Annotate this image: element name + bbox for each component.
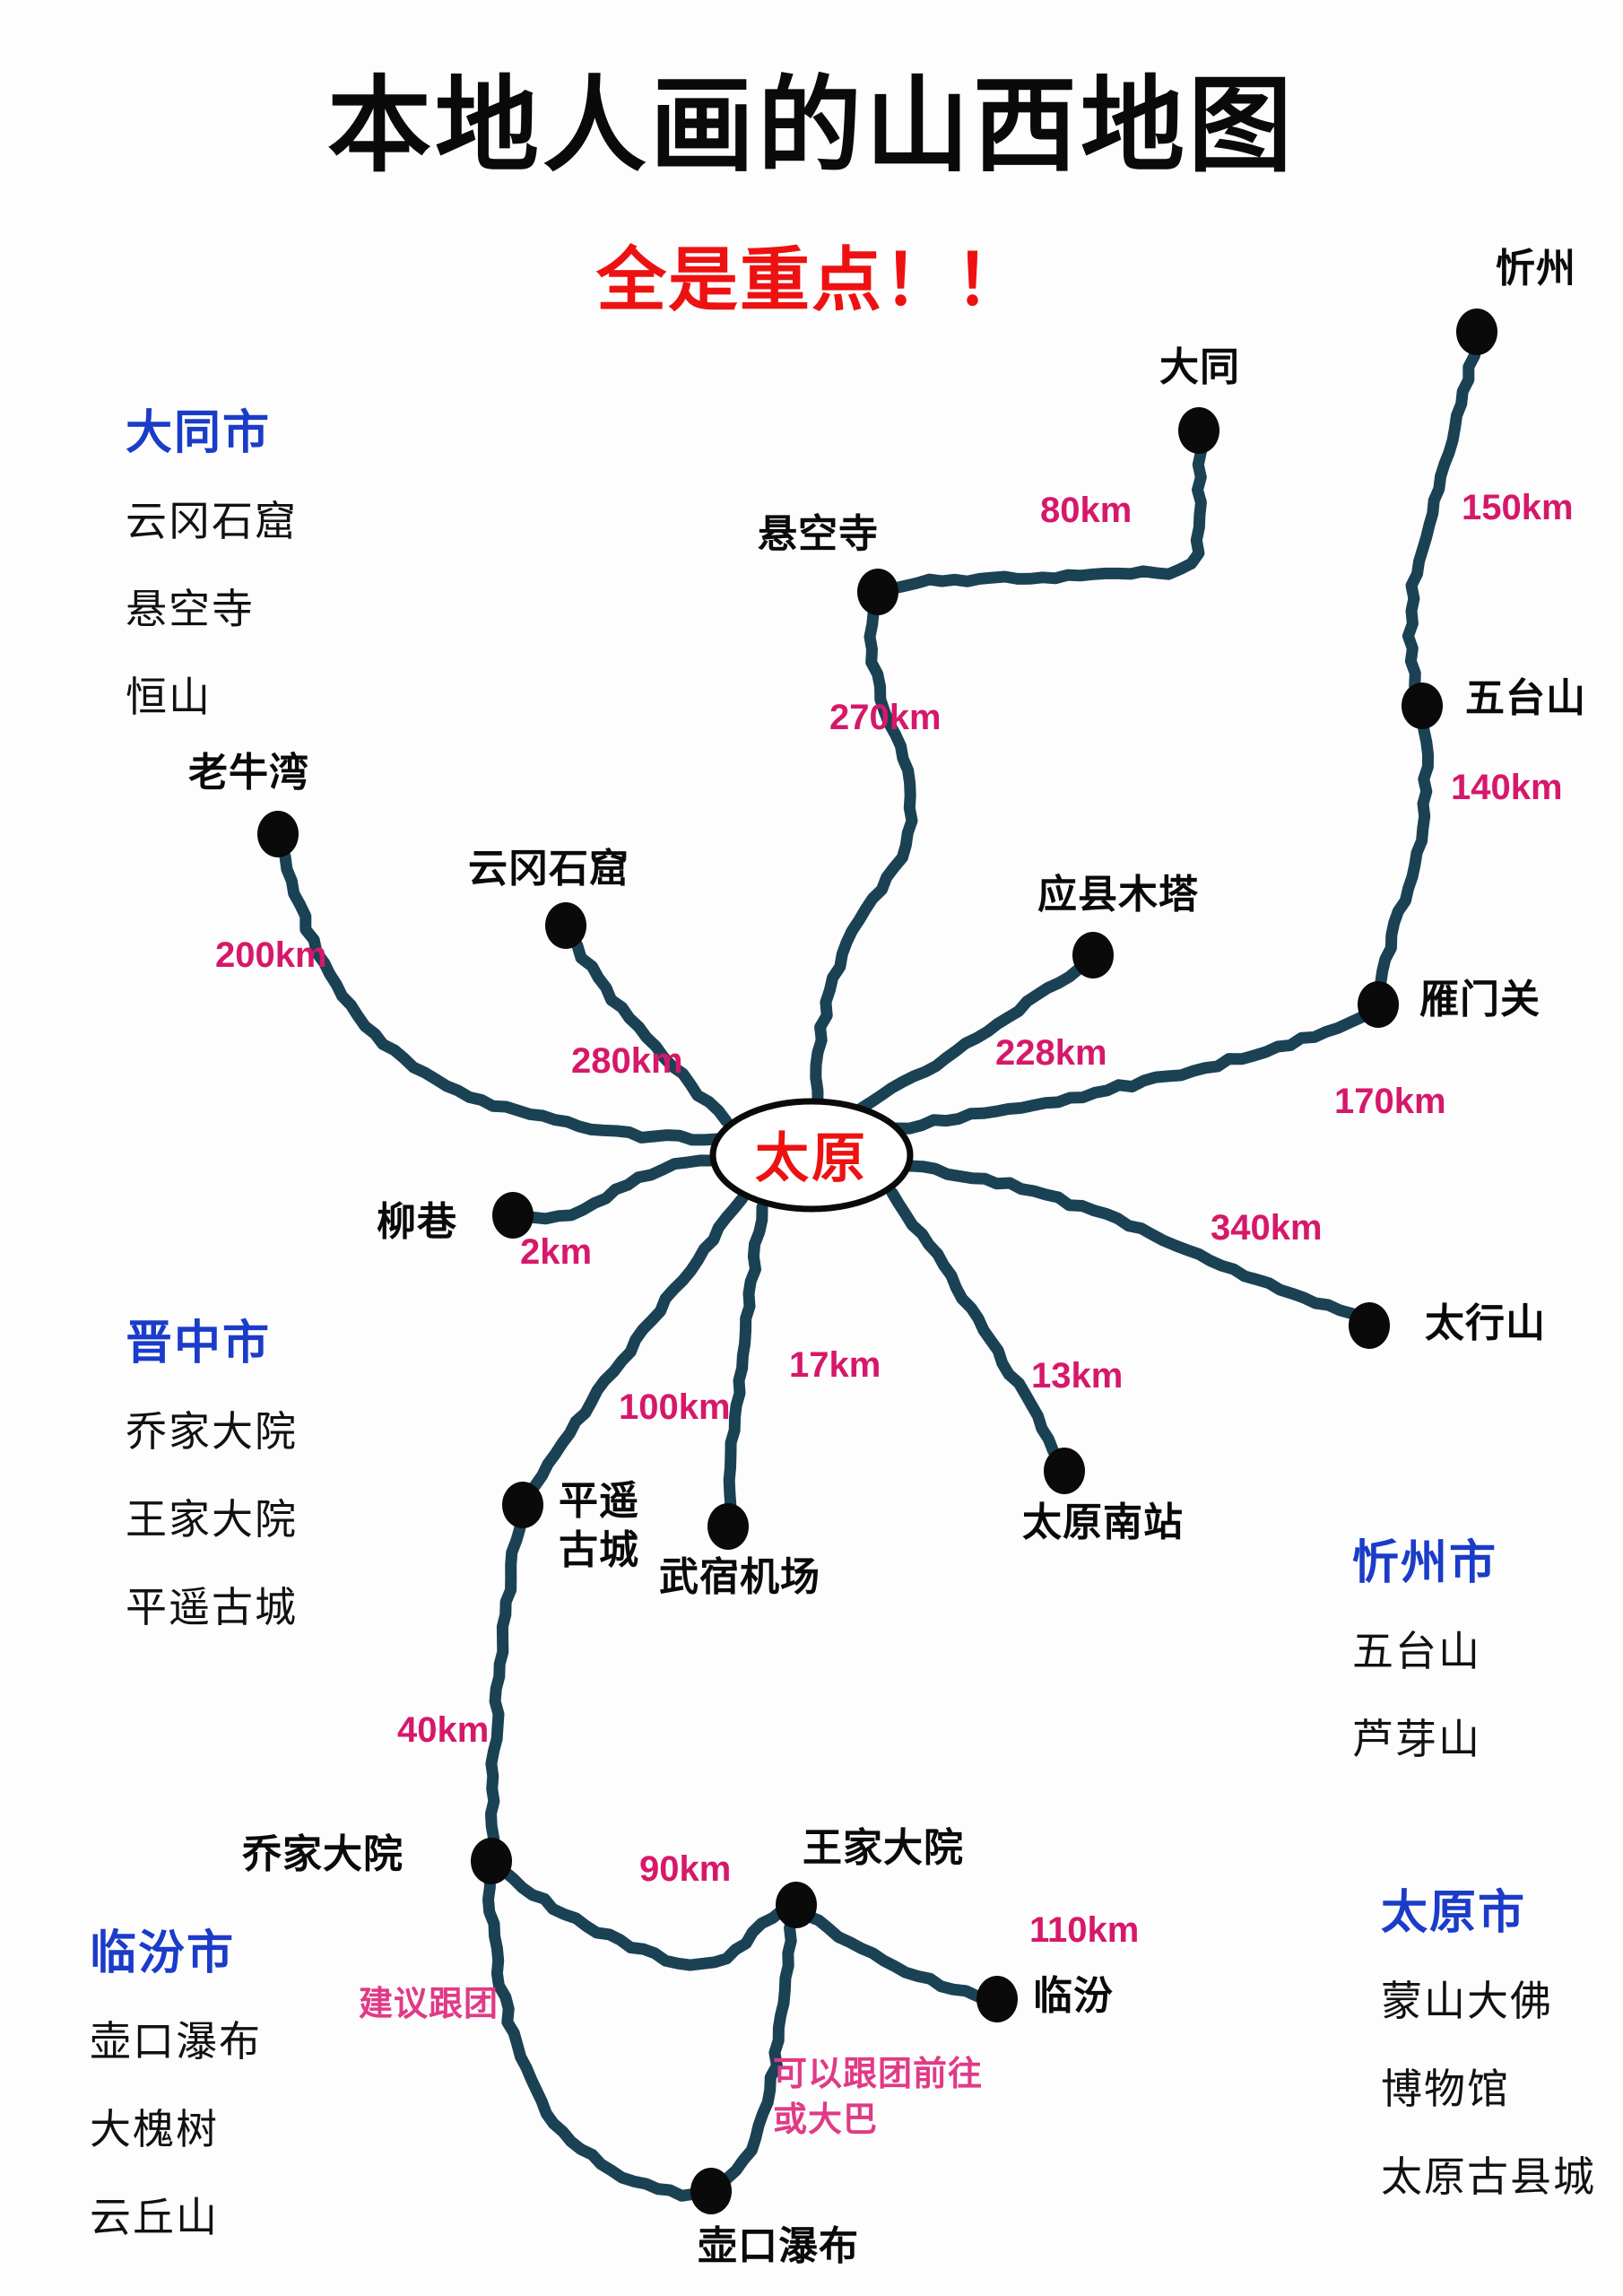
- route-line-qiaojia-hukou: [482, 1868, 713, 2202]
- city-block-taiyuan-city: 太原市蒙山大佛博物馆太原古县城: [1381, 1874, 1596, 2232]
- dist-wangjia-linfen: 110km: [1029, 1910, 1140, 1950]
- map-node-linfen[interactable]: [976, 1976, 1018, 2022]
- city-block-xinzhou-city: 忻州市五台山芦芽山: [1352, 1525, 1497, 1795]
- city-item-xinzhou-city-1: 五台山: [1352, 1628, 1481, 1674]
- map-node-datong[interactable]: [1178, 407, 1219, 454]
- node-label-linfen: 临汾: [1033, 1974, 1114, 2018]
- dist-datong-xuankongsi: 80km: [1040, 491, 1133, 530]
- node-label-yungang-caves: 云冈石窟: [468, 847, 629, 891]
- map-node-taihangshan[interactable]: [1349, 1302, 1390, 1349]
- route-line-hub-laoniuwan: [273, 839, 724, 1146]
- route-line-hub-south: [886, 1187, 1066, 1468]
- node-label-qiaojia-courtyard: 乔家大院: [242, 1832, 404, 1876]
- route-line-wangjia-hukou: [711, 1909, 799, 2193]
- map-node-wangjia-courtyard[interactable]: [776, 1882, 817, 1928]
- route-line-datong-xuankongsi: [874, 433, 1207, 598]
- city-item-taiyuan-city-1: 蒙山大佛: [1381, 1978, 1553, 2024]
- node-label-wusu-airport: 武宿机场: [659, 1555, 820, 1599]
- city-item-xinzhou-city-2: 芦芽山: [1352, 1716, 1481, 1762]
- map-node-wusu-airport[interactable]: [707, 1503, 749, 1550]
- dist-hub-yingxian: 228km: [995, 1033, 1107, 1073]
- map-node-laoniuwan[interactable]: [257, 811, 299, 857]
- dist-hub-xuankongsi: 270km: [829, 698, 942, 737]
- dist-qiaojia-wangjia: 90km: [639, 1849, 732, 1889]
- city-heading-taiyuan-city: 太原市: [1381, 1887, 1527, 1939]
- node-label-xuankongsi: 悬空寺: [758, 512, 879, 556]
- map-node-yingxian-pagoda[interactable]: [1072, 932, 1114, 978]
- route-line-hub-pingyao: [521, 1192, 749, 1502]
- dist-xinzhou-wutaishan: 150km: [1462, 488, 1574, 527]
- map-node-qiaojia-courtyard[interactable]: [471, 1838, 512, 1884]
- city-item-linfen-city-2: 大槐树: [90, 2106, 219, 2152]
- dist-wutaishan-yanmen: 140km: [1451, 768, 1563, 807]
- hub-ellipse-taiyuan[interactable]: [709, 1098, 914, 1213]
- dist-hub-taihang: 340km: [1211, 1208, 1323, 1248]
- note-group-tour: 建议跟团: [359, 1986, 499, 2023]
- city-block-jinzhong-city: 晋中市乔家大院王家大院平遥古城: [126, 1305, 298, 1663]
- city-heading-linfen-city: 临汾市: [90, 1927, 236, 1979]
- city-item-datong-city-3: 恒山: [126, 674, 212, 720]
- route-line-hub-yingxian: [855, 955, 1096, 1115]
- route-line-qiaojia-wangjia: [498, 1865, 799, 1971]
- map-node-taiyuan-south[interactable]: [1044, 1448, 1085, 1494]
- route-line-wangjia-linfen: [801, 1909, 996, 2005]
- city-heading-datong-city: 大同市: [126, 407, 272, 459]
- map-node-yungang-caves[interactable]: [545, 902, 586, 949]
- node-label-xinzhou: 忻州: [1496, 247, 1576, 291]
- city-item-taiyuan-city-3: 太原古县城: [1381, 2153, 1596, 2200]
- city-item-taiyuan-city-2: 博物馆: [1381, 2066, 1510, 2112]
- city-item-jinzhong-city-2: 王家大院: [126, 1496, 298, 1543]
- page-subtitle: 全是重点！！: [595, 240, 1027, 319]
- note-group-tour-or-bus: 可以跟团前往 或大巴: [773, 2056, 984, 2140]
- route-line-hub-liuxiang: [514, 1154, 719, 1225]
- route-line-hub-airport: [722, 1201, 768, 1524]
- route-line-hub-taihang: [904, 1160, 1369, 1326]
- dist-hub-airport: 17km: [789, 1345, 881, 1385]
- route-line-xinzhou-wutaishan: [1402, 336, 1481, 704]
- map-node-yanmenguan[interactable]: [1358, 981, 1399, 1028]
- dist-hub-yungang: 280km: [571, 1041, 683, 1081]
- node-label-laoniuwan: 老牛湾: [188, 751, 309, 795]
- dist-hub-south: 13km: [1031, 1356, 1124, 1396]
- city-item-linfen-city-3: 云丘山: [90, 2194, 219, 2240]
- route-line-hub-yungang: [564, 928, 733, 1127]
- city-heading-jinzhong-city: 晋中市: [126, 1318, 272, 1370]
- node-label-yingxian-pagoda: 应县木塔: [1037, 873, 1199, 917]
- map-node-xinzhou[interactable]: [1456, 309, 1497, 355]
- dist-hub-yanmen: 170km: [1334, 1082, 1446, 1121]
- node-label-wangjia-courtyard: 王家大院: [803, 1826, 964, 1870]
- dist-hub-laoniuwan: 200km: [215, 935, 327, 975]
- node-label-yanmenguan: 雁门关: [1419, 978, 1541, 1022]
- dist-hub-liuxiang: 2km: [520, 1232, 593, 1272]
- dist-hub-pingyao: 100km: [619, 1387, 731, 1427]
- route-line-wutaishan-yanmen: [1372, 711, 1434, 1002]
- page-title: 本地人画的山西地图: [327, 67, 1296, 184]
- map-node-hukou-waterfall[interactable]: [690, 2168, 732, 2214]
- node-label-hukou-waterfall: 壶口瀑布: [698, 2224, 859, 2268]
- route-line-pingyao-qiaojia: [485, 1509, 526, 1857]
- city-heading-xinzhou-city: 忻州市: [1352, 1537, 1498, 1589]
- city-block-linfen-city: 临汾市壶口瀑布大槐树云丘山: [90, 1915, 262, 2273]
- node-label-liuxiang: 柳巷: [377, 1200, 457, 1244]
- map-node-pingyao[interactable]: [502, 1482, 543, 1528]
- city-item-jinzhong-city-3: 平遥古城: [126, 1584, 298, 1631]
- node-label-pingyao: 平遥 古城: [559, 1479, 639, 1572]
- city-item-jinzhong-city-1: 乔家大院: [126, 1408, 298, 1455]
- node-label-datong: 大同: [1159, 345, 1240, 389]
- node-label-wutaishan: 五台山: [1465, 676, 1586, 720]
- route-line-hub-xuankongsi: [810, 593, 918, 1109]
- map-node-xuankongsi[interactable]: [857, 569, 898, 615]
- city-block-datong-city: 大同市云冈石窟悬空寺恒山: [126, 395, 298, 752]
- route-line-hub-yanmen: [890, 1005, 1378, 1135]
- city-item-datong-city-1: 云冈石窟: [126, 498, 298, 544]
- city-item-linfen-city-1: 壶口瀑布: [90, 2018, 262, 2065]
- city-item-datong-city-2: 悬空寺: [126, 586, 255, 632]
- node-label-taihangshan: 太行山: [1425, 1301, 1546, 1345]
- hub-label-taiyuan: 太原: [755, 1127, 868, 1188]
- map-node-liuxiang[interactable]: [492, 1192, 534, 1239]
- map-node-wutaishan[interactable]: [1402, 683, 1443, 729]
- dist-pingyao-qiaojia: 40km: [397, 1710, 490, 1750]
- node-label-taiyuan-south: 太原南站: [1022, 1500, 1184, 1544]
